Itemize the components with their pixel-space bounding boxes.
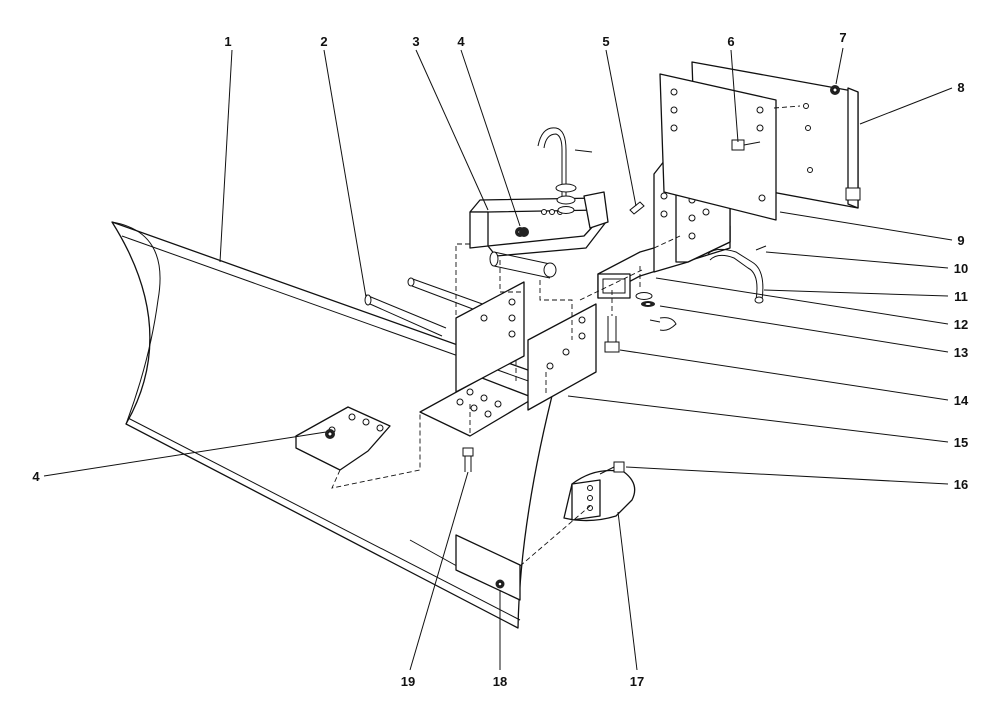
- callout-15: 15: [954, 435, 968, 450]
- blade-mount-plate-left: [295, 406, 391, 471]
- callout-12: 12: [954, 317, 968, 332]
- callout-7: 7: [839, 30, 846, 45]
- callout-10: 10: [954, 261, 968, 276]
- pivot-tube: [489, 251, 557, 279]
- callout-3: 3: [412, 34, 419, 49]
- hitch-cotter: [755, 245, 767, 251]
- plate-nut-left: [325, 429, 335, 439]
- callout-5: 5: [602, 34, 609, 49]
- pivot-pin: [364, 277, 489, 337]
- lower-nut: [495, 579, 505, 589]
- hitch-clip: [629, 201, 645, 215]
- callout-1: 1: [224, 34, 231, 49]
- mounting-ear-left: [455, 281, 525, 393]
- swivel-channel: [469, 191, 609, 257]
- callout-8: 8: [957, 80, 964, 95]
- hitch-washers: [635, 292, 677, 331]
- front-mount-plate: [659, 73, 777, 221]
- callout-4-left: 4: [32, 469, 40, 484]
- plate-bolt-lower: [462, 447, 474, 472]
- callout-13: 13: [954, 345, 968, 360]
- hitch-j-pin: [707, 248, 764, 304]
- callout-18: 18: [493, 674, 507, 689]
- hitch-bolt: [604, 316, 620, 353]
- leader-lines: [43, 47, 953, 671]
- channel-nut: [519, 227, 529, 237]
- locking-pin: [537, 127, 593, 214]
- callout-16: 16: [954, 477, 968, 492]
- assembly-lines: [331, 105, 801, 567]
- plate-nut: [830, 85, 840, 95]
- callout-17: 17: [630, 674, 644, 689]
- callout-labels: 1 2 3 4 4 5 6 7 8 9 10 11 12 13 14 15 16…: [32, 30, 969, 689]
- skid-shoe: [563, 469, 636, 522]
- callout-4-top: 4: [457, 34, 465, 49]
- callout-6: 6: [727, 34, 734, 49]
- callout-2: 2: [320, 34, 327, 49]
- callout-11: 11: [954, 289, 968, 304]
- callout-19: 19: [401, 674, 415, 689]
- mounting-ear-right: [527, 303, 597, 411]
- callout-9: 9: [957, 233, 964, 248]
- skid-bolt: [599, 461, 625, 475]
- callout-14: 14: [954, 393, 969, 408]
- stud-end: [845, 187, 861, 201]
